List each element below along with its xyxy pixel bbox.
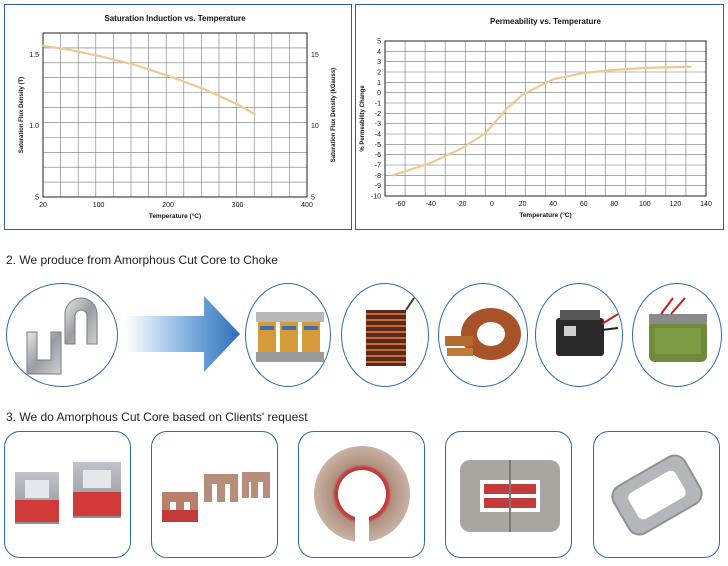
green-choke-image bbox=[632, 283, 722, 387]
plot-frame bbox=[42, 32, 308, 198]
x-tick-label: -20 bbox=[456, 201, 466, 208]
y-axis-label: Saturation Flux Density (T) bbox=[19, 77, 25, 153]
y-axis-label: % Permeability Change bbox=[360, 85, 366, 152]
c-core-pair-image bbox=[4, 431, 131, 558]
x-tick-label: 200 bbox=[162, 202, 174, 209]
three-phase-reactor-image bbox=[245, 283, 331, 387]
request-image-row bbox=[0, 430, 728, 560]
section-heading-request: 3. We do Amorphous Cut Core based on Cli… bbox=[6, 410, 308, 424]
y-tick-label: -7 bbox=[375, 163, 381, 170]
series-line bbox=[41, 44, 256, 116]
y-tick-label: -1 bbox=[375, 101, 381, 108]
chart-title: Permeability vs. Temperature bbox=[490, 17, 602, 26]
y-tick-label: -9 bbox=[375, 183, 381, 190]
y-tick-label: -6 bbox=[375, 152, 381, 159]
y-tick-label: -8 bbox=[375, 173, 381, 180]
y-tick-label: 1.0 bbox=[29, 123, 39, 130]
x-tick-label: 140 bbox=[700, 201, 712, 208]
x-tick-label: 0 bbox=[490, 201, 494, 208]
x-tick-label: 80 bbox=[610, 201, 618, 208]
e-core-set-image bbox=[151, 431, 278, 558]
y-tick-label: -10 bbox=[371, 194, 381, 201]
y-tick-label: -5 bbox=[375, 142, 381, 149]
y-tick-label: -4 bbox=[375, 132, 381, 139]
y-tick-label: 4 bbox=[377, 49, 381, 56]
y-tick-label-right: 5 bbox=[311, 195, 315, 202]
y-tick-label-right: 10 bbox=[311, 123, 319, 130]
choke-image-row bbox=[0, 272, 728, 392]
y-tick-label: -2 bbox=[375, 111, 381, 118]
x-tick-label: 60 bbox=[580, 201, 588, 208]
y-tick-label: 1 bbox=[377, 80, 381, 87]
x-tick-label: 300 bbox=[232, 202, 244, 209]
y-axis-label-right: Saturation Flux Density (kGauss) bbox=[331, 68, 337, 162]
plot-frame bbox=[384, 40, 707, 197]
cut-frame-core-image bbox=[445, 431, 572, 558]
cut-core-pair-image bbox=[6, 283, 118, 387]
chart-title: Saturation Induction vs. Temperature bbox=[104, 14, 246, 23]
split-ring-core-image bbox=[298, 431, 425, 558]
x-axis-label: Temperature (°C) bbox=[149, 212, 201, 220]
x-tick-label: 400 bbox=[301, 202, 313, 209]
saturation-chart-panel: Saturation Induction vs. Temperature 20 10… bbox=[4, 4, 352, 230]
y-tick-label: 2 bbox=[377, 70, 381, 77]
x-tick-label: 120 bbox=[670, 201, 682, 208]
arrow-right-icon bbox=[126, 296, 240, 372]
x-axis-label: Temperature (°C) bbox=[519, 211, 571, 219]
black-inductor-image bbox=[535, 283, 623, 387]
x-tick-label: 20 bbox=[39, 202, 47, 209]
toroid-choke-image bbox=[438, 283, 528, 387]
x-tick-label: 20 bbox=[519, 201, 527, 208]
x-tick-label: 40 bbox=[549, 201, 557, 208]
wound-coil-image bbox=[341, 283, 429, 387]
y-tick-label: 5 bbox=[377, 39, 381, 46]
rectangular-core-image bbox=[593, 431, 720, 558]
x-tick-label: -60 bbox=[395, 201, 405, 208]
section-heading-choke: 2. We produce from Amorphous Cut Core to… bbox=[6, 253, 278, 267]
x-tick-label: -40 bbox=[426, 201, 436, 208]
y-tick-label: -3 bbox=[375, 121, 381, 128]
y-tick-label: 1.5 bbox=[29, 52, 39, 59]
saturation-chart: Saturation Induction vs. Temperature 20 10… bbox=[19, 14, 337, 220]
series-line bbox=[391, 65, 692, 177]
y-tick-label: .5 bbox=[33, 195, 39, 202]
y-tick-label: 0 bbox=[377, 90, 381, 97]
y-tick-label-right: 15 bbox=[311, 52, 319, 59]
x-tick-label: 100 bbox=[639, 201, 651, 208]
y-tick-label: 3 bbox=[377, 59, 381, 66]
x-tick-label: 100 bbox=[93, 202, 105, 209]
